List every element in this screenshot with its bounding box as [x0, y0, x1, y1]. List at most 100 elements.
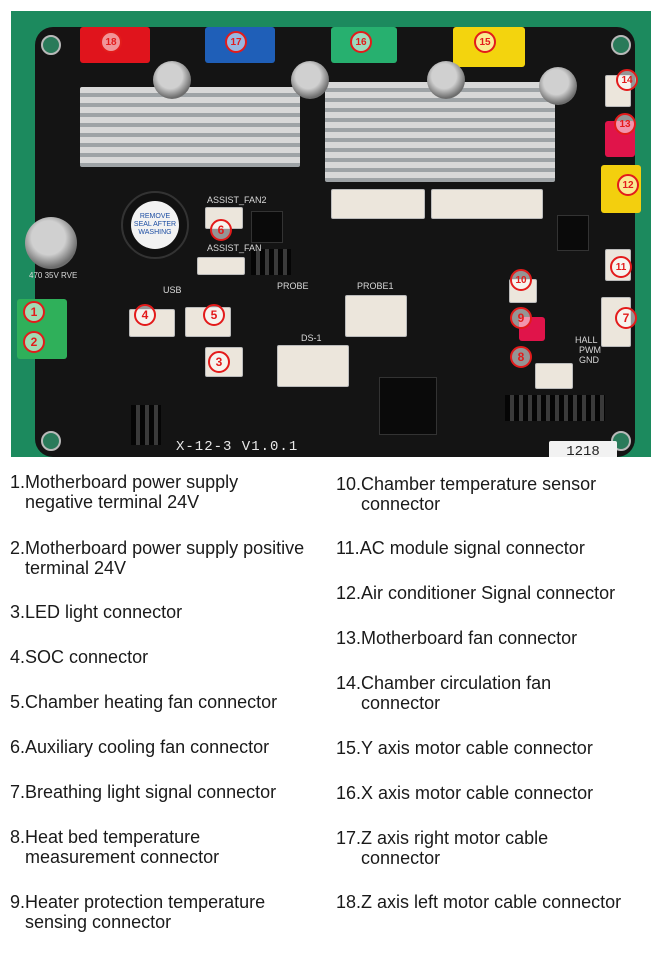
legend-item: 2. Motherboard power supply positive ter…	[10, 538, 310, 578]
ds1-connector	[277, 345, 349, 387]
board-photo: REMOVE SEAL AFTER WASHING ASSIST_F	[11, 11, 651, 457]
ribbon-connector-right	[431, 189, 543, 219]
legend-item: 14. Chamber circulation fan connector	[336, 673, 596, 713]
legend-number: 3.	[10, 602, 26, 622]
silk-usb: USB	[163, 285, 182, 295]
legend-text: SOC connector	[25, 647, 149, 667]
legend-item: 13. Motherboard fan connector	[336, 628, 664, 648]
silk-probe: PROBE	[277, 281, 309, 291]
buzzer-seal: REMOVE SEAL AFTER WASHING	[131, 201, 179, 249]
legend-text: Air conditioner Signal connector	[361, 583, 616, 603]
pin-header	[505, 395, 605, 421]
legend-text: Chamber circulation fan connector	[361, 673, 552, 713]
legend-number: 15.	[336, 738, 362, 758]
legend-text: Y axis motor cable connector	[361, 738, 593, 758]
probe1-connector	[345, 295, 407, 337]
legend-text: Z axis right motor cable connector	[361, 828, 549, 868]
legend-text: Motherboard power supply positive termin…	[25, 538, 305, 578]
legend-item: 7. Breathing light signal connector	[10, 782, 330, 802]
marker-12: 12	[617, 174, 639, 196]
mounting-hole	[41, 35, 61, 55]
legend-item: 6. Auxiliary cooling fan connector	[10, 737, 330, 757]
mounting-hole	[41, 431, 61, 451]
marker-5: 5	[203, 304, 225, 326]
legend-text: Motherboard fan connector	[361, 628, 578, 648]
legend-item: 15. Y axis motor cable connector	[336, 738, 664, 758]
legend-text: Heat bed temperature measurement connect…	[25, 827, 220, 867]
heatsink-right	[325, 82, 555, 182]
legend-number: 17.	[336, 828, 362, 848]
legend-number: 11.	[336, 538, 360, 558]
capacitor	[153, 61, 191, 99]
marker-2: 2	[23, 331, 45, 353]
marker-8: 8	[510, 346, 532, 368]
legend-number: 13.	[336, 628, 362, 648]
legend-number: 8.	[10, 827, 26, 847]
legend-text: Breathing light signal connector	[25, 782, 277, 802]
marker-1: 1	[23, 301, 45, 323]
legend-number: 10.	[336, 474, 362, 494]
silk-assist-fan2: ASSIST_FAN2	[207, 195, 267, 205]
silk-ds1: DS-1	[301, 333, 322, 343]
capacitor-large	[25, 217, 77, 269]
ribbon-connector-left	[331, 189, 425, 219]
legend-item: 1. Motherboard power supply negative ter…	[10, 472, 310, 512]
mcu-chip	[379, 377, 437, 435]
marker-15: 15	[474, 31, 496, 53]
marker-7: 7	[615, 307, 637, 329]
silk-probe1: PROBE1	[357, 281, 394, 291]
legend-number: 7.	[10, 782, 26, 802]
legend-number: 18.	[336, 892, 362, 912]
legend-number: 9.	[10, 892, 26, 912]
buzzer-label: REMOVE SEAL AFTER WASHING	[133, 213, 177, 236]
assist-fan-connector	[197, 257, 245, 275]
legend-text: Motherboard power supply negative termin…	[25, 472, 239, 512]
driver-chip	[251, 211, 283, 243]
heatsink-left	[80, 87, 300, 167]
legend-item: 3. LED light connector	[10, 602, 330, 622]
heat-bed-temp-connector	[535, 363, 573, 389]
marker-14: 14	[616, 69, 638, 91]
legend-number: 5.	[10, 692, 26, 712]
silk-gnd: GND	[579, 355, 599, 365]
legend-text: Heater protection temperature sensing co…	[25, 892, 266, 932]
marker-6: 6	[210, 219, 232, 241]
buzzer: REMOVE SEAL AFTER WASHING	[121, 191, 189, 259]
capacitor	[291, 61, 329, 99]
legend-item: 5. Chamber heating fan connector	[10, 692, 330, 712]
legend-number: 4.	[10, 647, 26, 667]
marker-9: 9	[510, 307, 532, 329]
motherboard-pcb: REMOVE SEAL AFTER WASHING ASSIST_F	[17, 27, 641, 457]
marker-17: 17	[225, 31, 247, 53]
legend-item: 10. Chamber temperature sensor connector	[336, 474, 636, 514]
pin-header	[251, 249, 291, 275]
legend-number: 12.	[336, 583, 362, 603]
capacitor-label: 470 35V RVE	[29, 271, 78, 280]
legend-item: 9. Heater protection temperature sensing…	[10, 892, 315, 932]
legend-item: 11. AC module signal connector	[336, 538, 664, 558]
legend-number: 6.	[10, 737, 26, 757]
legend-item: 12. Air conditioner Signal connector	[336, 583, 664, 603]
legend-number: 1.	[10, 472, 26, 492]
board-version-label: X-12-3 V1.0.1	[176, 439, 299, 455]
id-sticker: 1218	[549, 441, 617, 457]
marker-11: 11	[610, 256, 632, 278]
legend-number: 2.	[10, 538, 26, 558]
legend-text: X axis motor cable connector	[361, 783, 594, 803]
silk-hall: HALL	[575, 335, 598, 345]
legend-item: 16. X axis motor cable connector	[336, 783, 664, 803]
marker-3: 3	[208, 351, 230, 373]
marker-13: 13	[614, 113, 636, 135]
legend-text: Z axis left motor cable connector	[361, 892, 622, 912]
legend-item: 17. Z axis right motor cable connector	[336, 828, 596, 868]
legend-text: AC module signal connector	[359, 538, 585, 558]
capacitor	[539, 67, 577, 105]
regulator-chip	[557, 215, 589, 251]
legend-text: Chamber heating fan connector	[25, 692, 278, 712]
legend-text: LED light connector	[25, 602, 183, 622]
capacitor	[427, 61, 465, 99]
legend-text: Auxiliary cooling fan connector	[25, 737, 270, 757]
silk-assist-fan: ASSIST_FAN	[207, 243, 262, 253]
pin-header	[131, 405, 161, 445]
marker-18: 18	[100, 31, 122, 53]
